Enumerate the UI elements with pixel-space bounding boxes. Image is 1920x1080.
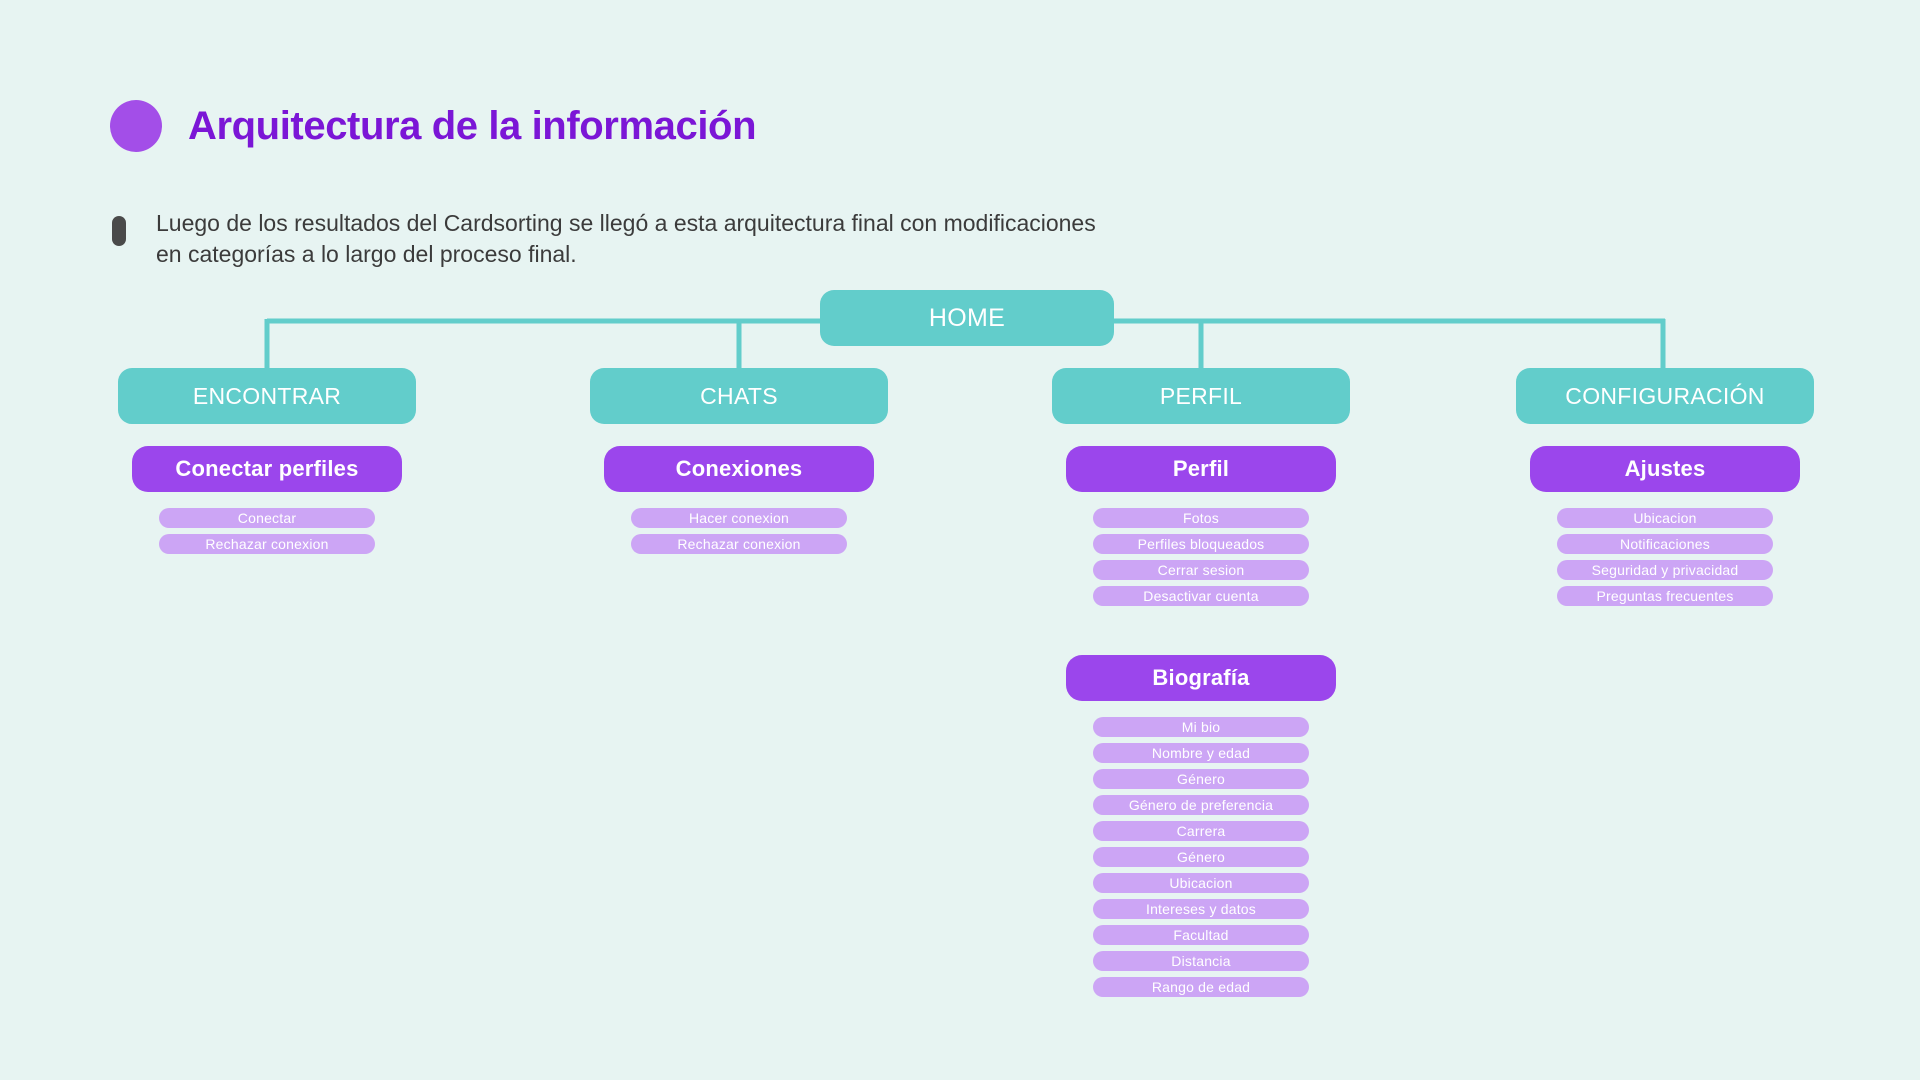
list-item[interactable]: Seguridad y privacidad bbox=[1557, 560, 1773, 580]
list-item[interactable]: Género de preferencia bbox=[1093, 795, 1309, 815]
intro-text: Luego de los resultados del Cardsorting … bbox=[156, 208, 1096, 269]
node-conexiones[interactable]: Conexiones bbox=[604, 446, 874, 492]
list-item[interactable]: Género bbox=[1093, 769, 1309, 789]
node-perfil[interactable]: PERFIL bbox=[1052, 368, 1350, 424]
group-biografia: Biografía Mi bio Nombre y edad Género Gé… bbox=[1052, 655, 1350, 997]
list-item[interactable]: Facultad bbox=[1093, 925, 1309, 945]
list-item[interactable]: Desactivar cuenta bbox=[1093, 586, 1309, 606]
node-biografia[interactable]: Biografía bbox=[1066, 655, 1336, 701]
list-item[interactable]: Rechazar conexion bbox=[159, 534, 375, 554]
list-item[interactable]: Rango de edad bbox=[1093, 977, 1309, 997]
list-item[interactable]: Distancia bbox=[1093, 951, 1309, 971]
list-item[interactable]: Nombre y edad bbox=[1093, 743, 1309, 763]
node-ajustes[interactable]: Ajustes bbox=[1530, 446, 1800, 492]
node-configuracion[interactable]: CONFIGURACIÓN bbox=[1516, 368, 1814, 424]
branch-perfil: PERFIL Perfil Fotos Perfiles bloqueados … bbox=[1052, 368, 1350, 606]
list-item[interactable]: Conectar bbox=[159, 508, 375, 528]
list-item[interactable]: Ubicacion bbox=[1093, 873, 1309, 893]
node-chats[interactable]: CHATS bbox=[590, 368, 888, 424]
branch-encontrar: ENCONTRAR Conectar perfiles Conectar Rec… bbox=[118, 368, 416, 554]
list-item[interactable]: Mi bio bbox=[1093, 717, 1309, 737]
list-item[interactable]: Preguntas frecuentes bbox=[1557, 586, 1773, 606]
leaf-list-conexiones: Hacer conexion Rechazar conexion bbox=[590, 508, 888, 554]
branch-configuracion: CONFIGURACIÓN Ajustes Ubicacion Notifica… bbox=[1516, 368, 1814, 606]
list-item[interactable]: Género bbox=[1093, 847, 1309, 867]
leaf-list-perfil: Fotos Perfiles bloqueados Cerrar sesion … bbox=[1052, 508, 1350, 606]
node-encontrar[interactable]: ENCONTRAR bbox=[118, 368, 416, 424]
leaf-list-conectar-perfiles: Conectar Rechazar conexion bbox=[118, 508, 416, 554]
list-item[interactable]: Notificaciones bbox=[1557, 534, 1773, 554]
list-item[interactable]: Hacer conexion bbox=[631, 508, 847, 528]
intro-bullet-icon bbox=[112, 216, 126, 246]
branch-chats: CHATS Conexiones Hacer conexion Rechazar… bbox=[590, 368, 888, 554]
page-header: Arquitectura de la información bbox=[110, 100, 757, 152]
intro-line-1: Luego de los resultados del Cardsorting … bbox=[156, 210, 1096, 236]
node-home[interactable]: HOME bbox=[820, 290, 1114, 346]
list-item[interactable]: Carrera bbox=[1093, 821, 1309, 841]
list-item[interactable]: Ubicacion bbox=[1557, 508, 1773, 528]
page-title: Arquitectura de la información bbox=[188, 103, 757, 148]
leaf-list-ajustes: Ubicacion Notificaciones Seguridad y pri… bbox=[1516, 508, 1814, 606]
node-conectar-perfiles[interactable]: Conectar perfiles bbox=[132, 446, 402, 492]
list-item[interactable]: Perfiles bloqueados bbox=[1093, 534, 1309, 554]
list-item[interactable]: Intereses y datos bbox=[1093, 899, 1309, 919]
list-item[interactable]: Rechazar conexion bbox=[631, 534, 847, 554]
intro-block: Luego de los resultados del Cardsorting … bbox=[112, 208, 1096, 269]
leaf-list-biografia: Mi bio Nombre y edad Género Género de pr… bbox=[1052, 717, 1350, 997]
intro-line-2: en categorías a lo largo del proceso fin… bbox=[156, 240, 577, 267]
list-item[interactable]: Cerrar sesion bbox=[1093, 560, 1309, 580]
list-item[interactable]: Fotos bbox=[1093, 508, 1309, 528]
node-perfil-group[interactable]: Perfil bbox=[1066, 446, 1336, 492]
header-dot-icon bbox=[110, 100, 162, 152]
